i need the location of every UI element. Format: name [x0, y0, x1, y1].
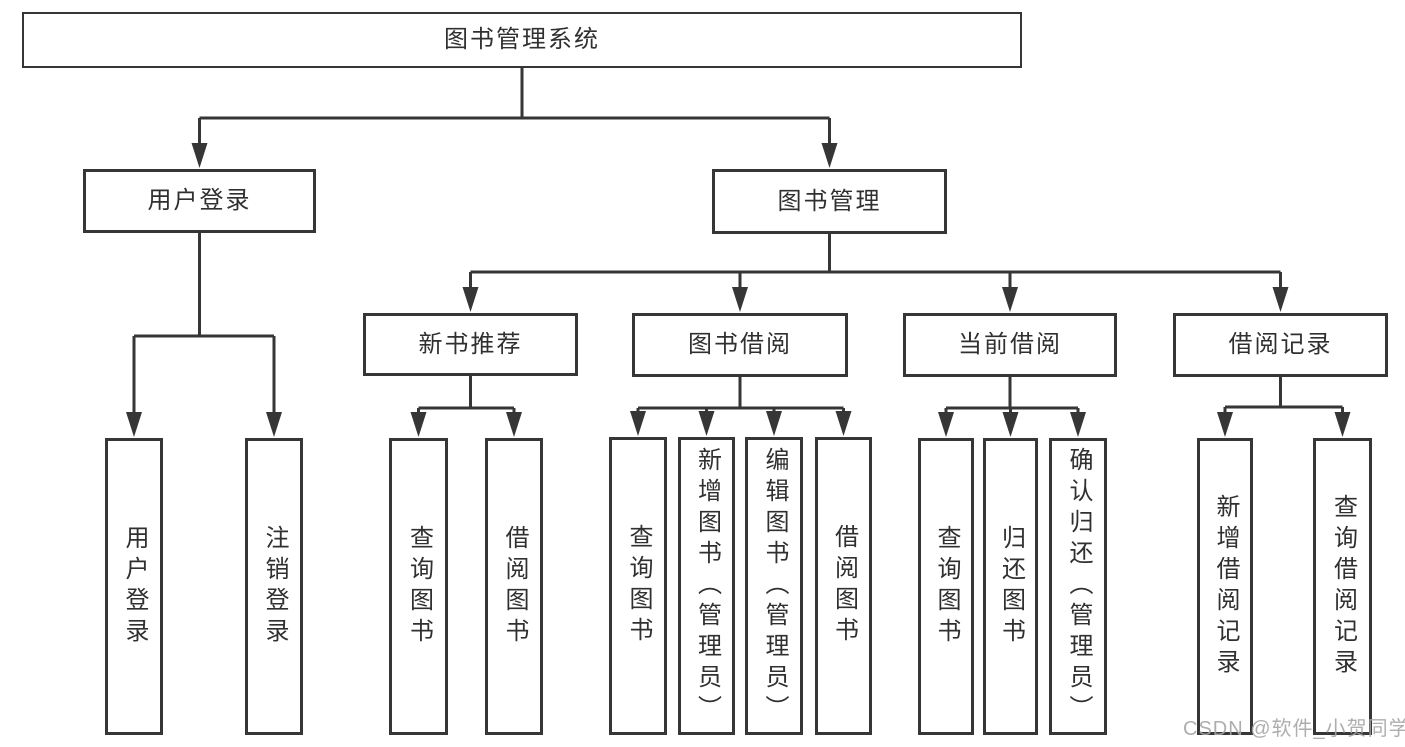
arrowhead-icon: [821, 143, 838, 168]
arrowhead-icon: [732, 287, 748, 312]
arrowhead-icon: [1002, 412, 1019, 437]
arrowhead-icon: [410, 412, 427, 437]
arrowhead-icon: [1002, 287, 1018, 312]
node-logout-action: 注销登录: [245, 438, 303, 735]
node-return-books: 归还图书: [983, 438, 1038, 735]
node-borrow-books-recommend: 借阅图书: [485, 438, 543, 735]
node-borrow-records: 借阅记录: [1173, 313, 1388, 377]
node-book-management: 图书管理: [712, 169, 947, 234]
arrowhead-icon: [266, 412, 282, 437]
node-current-borrow: 当前借阅: [903, 313, 1117, 377]
node-add-books-admin: 新增图书（管理员）: [678, 437, 735, 735]
arrowhead-icon: [1334, 412, 1351, 437]
arrowhead-icon: [766, 411, 782, 436]
arrowhead-icon: [191, 143, 208, 168]
arrowhead-icon: [938, 412, 954, 437]
node-edit-books-admin: 编辑图书（管理员）: [745, 437, 803, 735]
node-add-borrow-record: 新增借阅记录: [1197, 438, 1253, 735]
arrowhead-icon: [835, 411, 852, 436]
node-system: 图书管理系统: [22, 12, 1022, 68]
arrowhead-icon: [1217, 412, 1233, 437]
arrowhead-icon: [1272, 287, 1289, 312]
node-search-books-current: 查询图书: [918, 438, 974, 735]
node-confirm-return-admin: 确认归还（管理员）: [1049, 438, 1107, 735]
arrowhead-icon: [506, 412, 522, 437]
node-borrow-books-borrow: 借阅图书: [815, 437, 872, 735]
node-user-login-action: 用户登录: [105, 438, 163, 735]
node-new-book-recommend: 新书推荐: [363, 313, 578, 376]
arrowhead-icon: [126, 412, 142, 437]
arrowhead-icon: [462, 287, 479, 312]
node-search-borrow-record: 查询借阅记录: [1313, 438, 1372, 735]
node-book-borrow: 图书借阅: [632, 313, 848, 377]
csdn-watermark: CSDN @软件_小贺同学: [1183, 718, 1405, 740]
node-search-books-recommend: 查询图书: [389, 438, 448, 735]
node-search-books-borrow: 查询图书: [609, 437, 667, 735]
arrowhead-icon: [1070, 412, 1086, 437]
arrowhead-icon: [630, 411, 646, 436]
arrowhead-icon: [698, 411, 715, 436]
node-user-login: 用户登录: [83, 169, 316, 233]
